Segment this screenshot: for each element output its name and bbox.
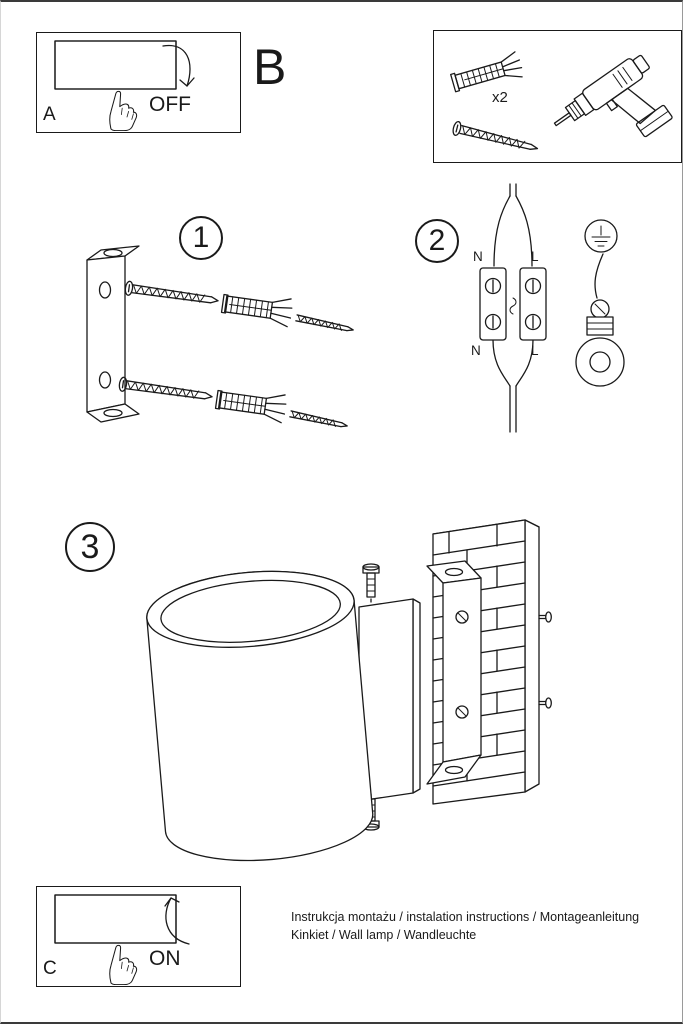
mounting-bracket-icon: [86, 245, 140, 423]
drill-icon: [553, 54, 673, 138]
terminal-l-top-label: L: [531, 249, 539, 264]
wires-icon: [492, 183, 534, 433]
grounding-illustration: [575, 219, 625, 387]
off-label: OFF: [149, 93, 191, 116]
terminal-l-bottom-label: L: [531, 343, 539, 358]
on-label: ON: [149, 947, 181, 970]
step-3-illustration: [146, 519, 552, 862]
arrow-up-icon: [164, 897, 190, 945]
breaker-strip-icon: [54, 40, 177, 90]
screw-icon: [452, 120, 539, 150]
step-3-badge: 3: [65, 522, 115, 572]
ground-wire-icon: [594, 253, 604, 299]
panel-power-on: ON C: [36, 886, 241, 987]
arrow-down-icon: [162, 44, 195, 87]
step-a-label: A: [43, 104, 56, 125]
wall-anchor-icon: [450, 51, 523, 93]
top-screw-icon: [362, 563, 380, 606]
terminal-n-bottom-label: N: [471, 343, 481, 358]
breaker-panel-off-illustration: [54, 40, 177, 131]
screw-anchor-assembly-2: [116, 371, 352, 433]
hand-icon: [109, 944, 138, 985]
panel-power-off: OFF A: [36, 32, 241, 133]
wall-screw-tip-icon: [538, 611, 552, 709]
lamp-backplate-icon: [358, 598, 421, 802]
screw-anchor-assembly-1: [122, 275, 358, 337]
step-1-badge: 1: [179, 216, 223, 260]
footer-line-1: Instrukcja montażu / instalation instruc…: [291, 910, 640, 924]
panel-hardware: x2: [433, 30, 682, 163]
breaker-strip-icon: [54, 894, 177, 944]
footer-line-2: Kinkiet / Wall lamp / Wandleuchte: [291, 928, 477, 942]
hand-icon: [109, 90, 138, 131]
earth-symbol-icon: [584, 219, 618, 253]
terminal-n-top-label: N: [473, 249, 483, 264]
step-c-label: C: [43, 958, 57, 979]
ground-terminal-icon: [575, 299, 625, 387]
lamp-cylinder-icon: [146, 570, 374, 862]
breaker-panel-on-illustration: [54, 894, 177, 985]
hardware-count-label: x2: [492, 89, 508, 106]
step-b-label: B: [253, 39, 287, 95]
terminal-block-icon: [479, 267, 547, 341]
wiring-terminal-illustration: [479, 183, 547, 433]
mounted-bracket-icon: [426, 560, 482, 785]
step-1-illustration: [86, 245, 358, 433]
step-2-badge: 2: [415, 219, 459, 263]
hardware-illustration: [450, 51, 673, 150]
